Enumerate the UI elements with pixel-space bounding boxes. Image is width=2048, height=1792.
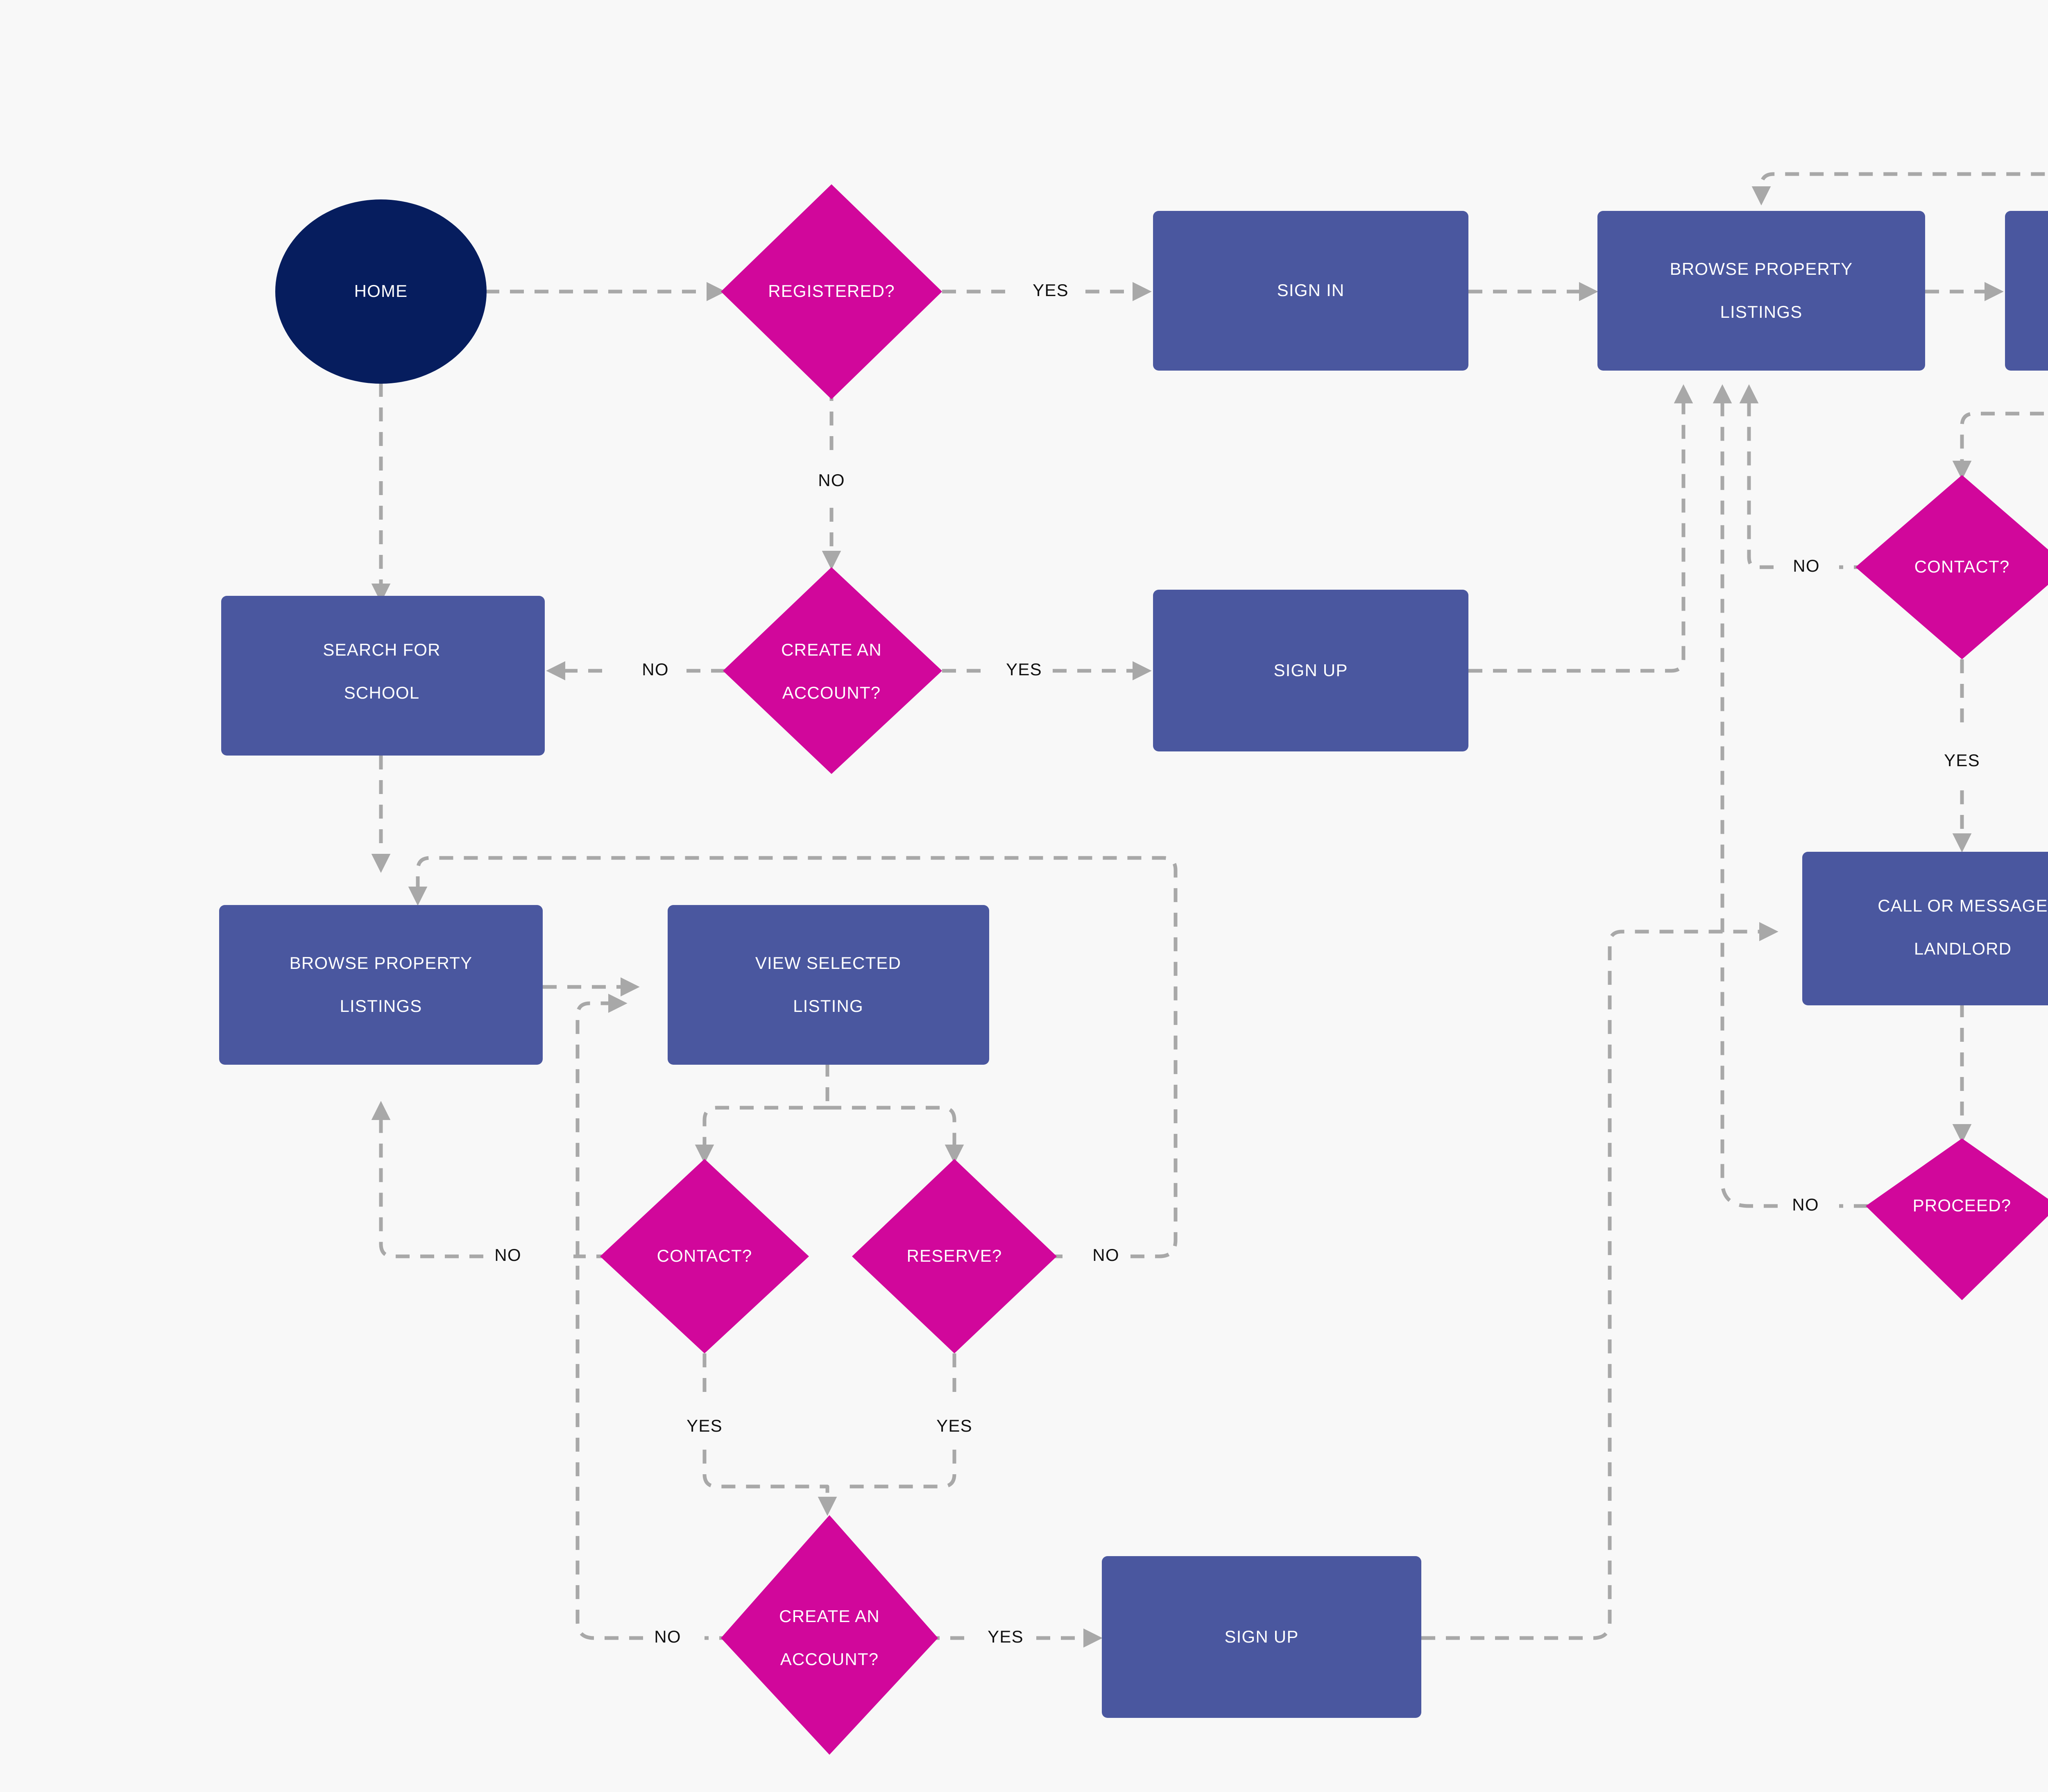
reserve-bottom-label: RESERVE? xyxy=(907,1246,1002,1265)
node-registered[interactable]: REGISTERED? xyxy=(721,184,942,399)
sign-up-top-label: SIGN UP xyxy=(1273,661,1348,680)
create-account-bottom-shape xyxy=(721,1515,938,1755)
edge-proceed-no-2 xyxy=(1713,384,1778,1208)
node-view-selected-listing-bottom[interactable]: VIEW SELECTED LISTING xyxy=(668,905,989,1065)
node-home[interactable]: HOME xyxy=(275,199,487,384)
label-create-bottom-no: NO xyxy=(654,1627,681,1646)
create-account-bottom-label-line2: ACCOUNT? xyxy=(780,1649,879,1669)
browse-bottom-label-line1: BROWSE PROPERTY xyxy=(290,953,473,973)
label-reserve-bottom-no: NO xyxy=(1092,1245,1119,1265)
home-label: HOME xyxy=(354,281,408,301)
edge-reserve-bottom-no-2 xyxy=(408,856,1178,1258)
edge-signup-bottom-to-call-landlord xyxy=(1421,922,1778,1640)
browse-top-shape xyxy=(1597,211,1925,371)
registered-shape xyxy=(721,184,942,399)
create-account-bottom-label-line1: CREATE AN xyxy=(779,1606,880,1626)
label-contact-bottom-no: NO xyxy=(494,1245,521,1265)
node-reserve-bottom[interactable]: RESERVE? xyxy=(852,1159,1057,1353)
label-create-bottom-yes: YES xyxy=(988,1627,1024,1646)
contact-bottom-label: CONTACT? xyxy=(657,1246,752,1265)
edges-layer xyxy=(371,172,2048,1648)
search-school-label-line1: SEARCH FOR xyxy=(323,640,440,659)
create-account-top-label-line1: CREATE AN xyxy=(781,640,882,659)
label-create-top-no: NO xyxy=(642,660,668,679)
edge-signup-top-to-browse-top xyxy=(1468,384,1693,673)
label-create-top-yes: YES xyxy=(1006,660,1042,679)
create-account-top-label-line2: ACCOUNT? xyxy=(782,683,881,702)
label-proceed-no: NO xyxy=(1792,1195,1819,1214)
call-landlord-shape xyxy=(1802,852,2048,1005)
search-school-shape xyxy=(221,596,545,756)
call-landlord-label-line1: CALL OR MESSAGE xyxy=(1878,896,2048,915)
node-view-selected-listing-top[interactable]: VIEW SELECTED LISTING xyxy=(2005,211,2048,371)
reserve-bottom-shape xyxy=(852,1159,1057,1353)
label-reserve-bottom-yes: YES xyxy=(936,1416,972,1435)
edge-view-bottom-to-contact-bottom xyxy=(695,1106,827,1164)
node-browse-property-listings-bottom[interactable]: BROWSE PROPERTY LISTINGS xyxy=(219,905,543,1065)
sign-up-bottom-shape xyxy=(1102,1556,1421,1718)
edge-contact-top-no-2 xyxy=(1739,384,1774,569)
create-account-top-shape xyxy=(723,567,942,774)
call-landlord-label-line2: LANDLORD xyxy=(1914,939,2012,958)
contact-top-label: CONTACT? xyxy=(1914,557,2010,576)
node-proceed[interactable]: PROCEED? xyxy=(1866,1138,2048,1300)
label-registered-no: NO xyxy=(818,471,845,490)
node-create-account-bottom[interactable]: CREATE AN ACCOUNT? xyxy=(721,1515,938,1755)
browse-top-label-line1: BROWSE PROPERTY xyxy=(1670,259,1853,278)
sign-up-top-shape xyxy=(1153,590,1468,751)
search-school-label-line2: SCHOOL xyxy=(344,683,420,702)
sign-in-shape xyxy=(1153,211,1468,371)
node-contact-top[interactable]: CONTACT? xyxy=(1855,475,2048,659)
edge-labels-layer: YES NO NO YES NO YES NO YES NO YES NO YE… xyxy=(494,281,1980,1646)
node-call-or-message-landlord[interactable]: CALL OR MESSAGE LANDLORD xyxy=(1802,852,2048,1005)
edge-contact-bottom-no-2 xyxy=(371,1101,483,1258)
browse-top-label-line2: LISTINGS xyxy=(1720,302,1803,321)
node-create-account-top[interactable]: CREATE AN ACCOUNT? xyxy=(723,567,942,774)
label-contact-bottom-yes: YES xyxy=(686,1416,723,1435)
sign-in-label: SIGN IN xyxy=(1277,281,1345,300)
home-shape xyxy=(275,199,487,384)
registered-label: REGISTERED? xyxy=(768,281,895,301)
label-registered-yes: YES xyxy=(1033,281,1069,300)
node-sign-up-bottom[interactable]: SIGN UP xyxy=(1102,1556,1421,1718)
node-sign-in[interactable]: SIGN IN xyxy=(1153,211,1468,371)
edge-reserve-top-no-2 xyxy=(1751,172,2048,206)
edge-create-bottom-no-2 xyxy=(575,993,643,1640)
node-browse-property-listings-top[interactable]: BROWSE PROPERTY LISTINGS xyxy=(1597,211,1925,371)
browse-bottom-label-line2: LISTINGS xyxy=(340,996,422,1016)
contact-bottom-shape xyxy=(600,1159,809,1353)
edge-view-top-to-contact-top xyxy=(1952,412,2048,480)
proceed-shape xyxy=(1866,1138,2048,1300)
sign-up-bottom-label: SIGN UP xyxy=(1224,1627,1298,1646)
edge-reserve-bottom-yes-2 xyxy=(840,1450,956,1489)
label-contact-top-yes: YES xyxy=(1944,751,1980,770)
node-sign-up-top[interactable]: SIGN UP xyxy=(1153,590,1468,751)
browse-bottom-shape xyxy=(219,905,543,1065)
view-bottom-label-line2: LISTING xyxy=(793,996,863,1016)
contact-top-shape xyxy=(1855,475,2048,659)
node-contact-bottom[interactable]: CONTACT? xyxy=(600,1159,809,1353)
edge-view-bottom-to-reserve-bottom xyxy=(827,1106,964,1164)
edge-contact-bottom-yes-2 xyxy=(702,1450,837,1516)
view-top-shape xyxy=(2005,211,2048,371)
view-bottom-shape xyxy=(668,905,989,1065)
view-bottom-label-line1: VIEW SELECTED xyxy=(755,953,901,973)
proceed-label: PROCEED? xyxy=(1913,1196,2012,1215)
label-contact-top-no: NO xyxy=(1793,556,1819,575)
node-search-for-school[interactable]: SEARCH FOR SCHOOL xyxy=(221,596,545,756)
